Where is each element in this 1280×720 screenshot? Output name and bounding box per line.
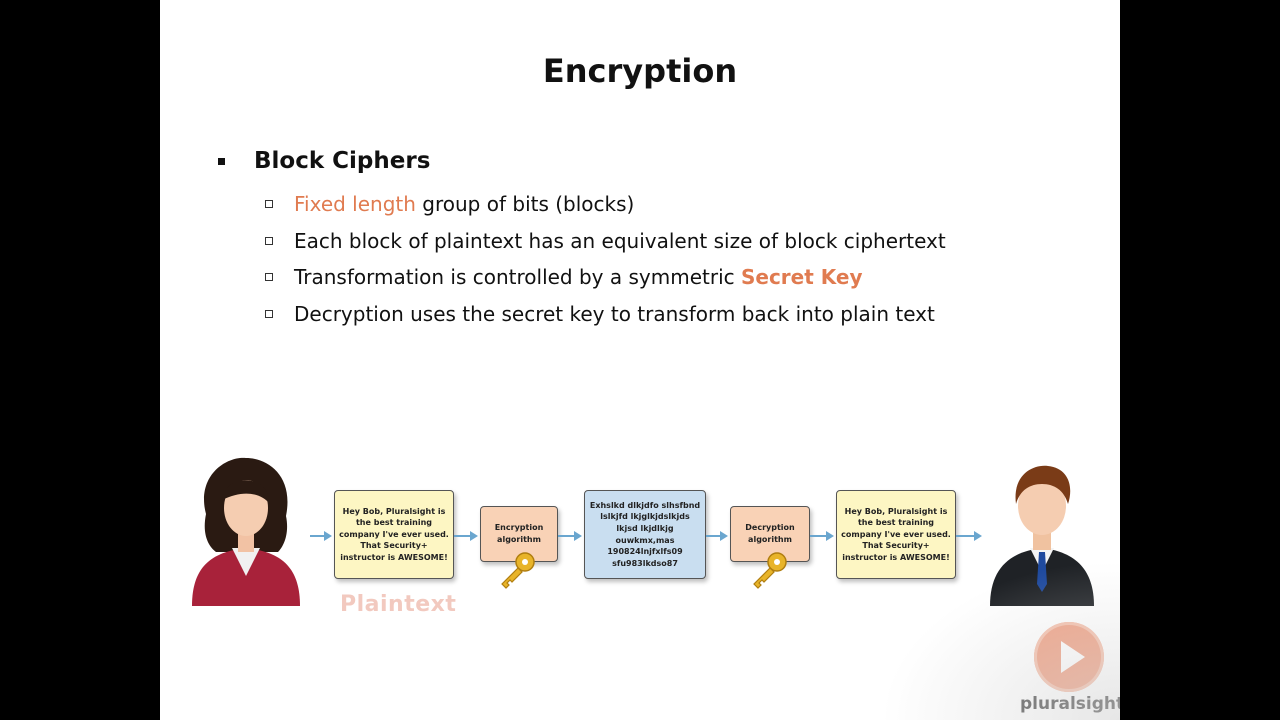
sub-bullet-text: Decryption uses the secret key to transf… — [294, 301, 935, 326]
brand-wordmark: pluralsight — [1020, 694, 1120, 714]
female-sender-icon — [192, 457, 300, 606]
arrow-connector — [310, 531, 332, 541]
key-icon — [753, 552, 787, 589]
play-triangle-icon — [1061, 641, 1085, 673]
sub-bullet-text: Transformation is controlled by a symmet… — [294, 265, 741, 290]
square-bullet-icon — [218, 157, 225, 165]
bullet-block-ciphers: Block Ciphers — [218, 148, 946, 174]
decryption-algorithm-box: Decryption algorithm — [730, 506, 810, 562]
arrow-connector — [454, 531, 478, 541]
hollow-square-bullet-icon — [265, 273, 273, 282]
plaintext-message-box: Hey Bob, Pluralsight is the best trainin… — [334, 490, 454, 579]
sub-bullet-block-size: Each block of plaintext has an equivalen… — [265, 223, 946, 260]
hollow-square-bullet-icon — [265, 236, 273, 245]
slide-title: Encryption — [542, 52, 738, 90]
arrow-connector — [810, 531, 834, 541]
male-receiver-icon — [990, 465, 1094, 606]
sub-bullet-decryption: Decryption uses the secret key to transf… — [265, 296, 946, 333]
encryption-algorithm-box: Encryption algorithm — [480, 506, 558, 562]
key-icon — [501, 552, 535, 589]
hollow-square-bullet-icon — [265, 309, 273, 318]
play-logo-icon — [1034, 622, 1104, 692]
sub-bullet-fixed-length: Fixed length group of bits (blocks) — [265, 186, 946, 223]
bullet-text: Block Ciphers — [254, 148, 431, 174]
arrow-connector — [956, 531, 982, 541]
sub-bullet-transformation: Transformation is controlled by a symmet… — [265, 259, 946, 296]
encryption-diagram: Hey Bob, Pluralsight is the best trainin… — [160, 450, 1120, 630]
sub-bullet-list: Fixed length group of bits (blocks) Each… — [265, 186, 946, 332]
plaintext-label: Plaintext — [340, 592, 457, 617]
highlight-text: Fixed length — [294, 192, 416, 217]
decrypted-message-box: Hey Bob, Pluralsight is the best trainin… — [836, 490, 956, 579]
hollow-square-bullet-icon — [265, 200, 273, 209]
sub-bullet-text: group of bits (blocks) — [415, 192, 635, 217]
slide: Encryption Block Ciphers Fixed length gr… — [160, 0, 1120, 720]
sub-bullet-text: Each block of plaintext has an equivalen… — [294, 228, 946, 253]
arrow-connector — [706, 531, 728, 541]
bullet-list: Block Ciphers Fixed length group of bits… — [218, 148, 946, 332]
ciphertext-box: Exhslkd dlkjdfo slhsfbnd lslkjfd lkjglkj… — [584, 490, 706, 579]
highlight-text: Secret Key — [740, 265, 863, 290]
arrow-connector — [558, 531, 582, 541]
